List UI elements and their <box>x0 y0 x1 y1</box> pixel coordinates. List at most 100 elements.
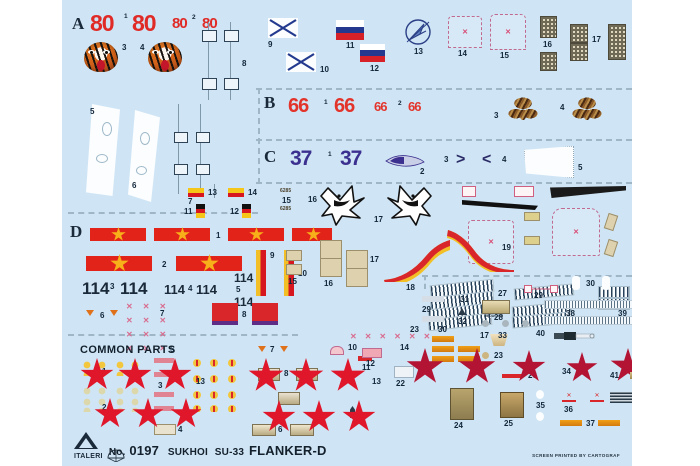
insignia-1-index: 1 <box>216 231 221 240</box>
marking-36b: ✕ <box>590 392 604 402</box>
swoosh-21-icon <box>384 240 450 286</box>
panel-6-index: 6 <box>132 181 137 190</box>
box-20-index: 17 <box>370 255 379 264</box>
stripe-10-index: 10 <box>298 269 307 278</box>
sliver-30 <box>422 316 444 322</box>
grid-panel-17c <box>608 24 626 60</box>
light-21-index: 30 <box>586 279 595 288</box>
orange-dot-grid <box>192 358 240 417</box>
bar-26 <box>502 374 522 378</box>
tiger-4-index: 4 <box>140 43 145 52</box>
panel-6-cutout-b <box>136 166 147 175</box>
marking-36-index: 36 <box>564 405 573 414</box>
triangle-7-index: 7 <box>270 345 275 354</box>
serial-c-0-index: 1 <box>328 151 332 158</box>
serial-114-2: 114 <box>164 282 185 297</box>
stripe-9-index: 9 <box>270 251 275 260</box>
antenna-box-7c <box>202 78 217 90</box>
sliver-29 <box>422 296 444 302</box>
eagle-3-index: 3 <box>494 111 499 120</box>
stencil-4 <box>154 424 176 435</box>
roundel-13-index: 13 <box>414 47 423 56</box>
antenna-strip-7d <box>200 104 201 194</box>
grid-panel-17-index: 17 <box>592 35 601 44</box>
cut-panel-15-index: 15 <box>500 51 509 60</box>
gray-dot-33b <box>502 320 509 327</box>
triangle-6b <box>110 310 118 316</box>
stencil-4-index: 4 <box>178 425 183 434</box>
star-34-index: 34 <box>562 367 571 376</box>
marker-31-index: 31 <box>460 295 469 304</box>
x-row-14-index: 14 <box>400 343 409 352</box>
badge-25 <box>500 392 524 418</box>
antenna-box-7g <box>174 164 188 175</box>
marker-17-index: 17 <box>480 331 489 340</box>
russian-flag-12 <box>360 44 385 62</box>
marker-32-index: 32 <box>458 317 467 326</box>
separator-c-d <box>256 182 632 184</box>
decal-22 <box>394 366 414 378</box>
flag-9-index: 9 <box>268 40 273 49</box>
ensign-cross-10-icon <box>287 53 315 71</box>
marking-42 <box>610 392 632 403</box>
kit-name-variant: FLANKER-D <box>248 443 327 458</box>
decal-22-index: 22 <box>396 379 405 388</box>
x-grid-7-index: 7 <box>160 309 165 318</box>
pink-strip-5-index: 5 <box>170 345 175 354</box>
red-panel-8b <box>252 303 278 325</box>
chevron-3-index: 3 <box>444 155 449 164</box>
triangle-7a <box>258 346 266 352</box>
antenna-box-7e <box>174 132 188 143</box>
separator-a-b <box>256 88 632 90</box>
ensign-cross-9-icon <box>269 19 297 37</box>
wedge-5-index: 5 <box>578 163 583 172</box>
orange-bar-a <box>432 336 454 342</box>
panel-5-cutout-a <box>102 122 112 136</box>
antenna-strip-7a <box>208 22 209 100</box>
code-6285-top: 6285 <box>280 188 292 194</box>
shark-17-index: 17 <box>374 215 383 224</box>
insignia-bar-d1d <box>292 227 332 241</box>
section-letter-d: D <box>70 222 83 241</box>
panel-5-index: 5 <box>90 107 95 116</box>
decal-12-index: 12 <box>366 359 375 368</box>
light-35-index: 35 <box>536 401 545 410</box>
german-flag-12 <box>242 204 251 218</box>
red-star-row1-3 <box>330 358 366 391</box>
ladder-18-index: 27 <box>498 289 507 298</box>
orange-bar-b <box>432 346 454 352</box>
box-19b <box>320 258 342 277</box>
seat-6-index: 6 <box>278 425 283 434</box>
cut-panel-14-mark: ✕ <box>462 29 468 36</box>
plate-27 <box>603 212 619 232</box>
clip-20 <box>524 280 558 293</box>
cut-panel-31-mark: ✕ <box>573 229 579 236</box>
plate-18-index: 15 <box>288 277 297 286</box>
serial-114-4-index: 5 <box>236 285 241 294</box>
serial-c-1: 37 <box>340 147 362 170</box>
pink-strip-3c <box>154 406 174 411</box>
light-21a <box>572 276 580 290</box>
shark-head-17 <box>386 184 432 226</box>
serial-b-1-index: 1 <box>324 99 328 106</box>
antenna-strip-7c <box>178 104 179 194</box>
de-flag-12-index: 12 <box>230 207 239 216</box>
chevron-right-3: > <box>456 151 466 168</box>
triangle-6-index: 6 <box>100 311 105 320</box>
dot-grid-2-index: 2 <box>102 403 107 412</box>
insignia-star-d2b <box>200 254 219 272</box>
serial-b-2-index: 2 <box>398 100 402 107</box>
insignia-star-d1c <box>249 227 264 241</box>
white-wedge-panel-5 <box>524 146 574 178</box>
eagle-emblem-4 <box>572 96 602 122</box>
serial-114-0: 114 <box>82 279 110 298</box>
comet-2-index: 2 <box>420 167 425 176</box>
triangle-6a <box>86 310 94 316</box>
shark-16-index: 16 <box>308 195 317 204</box>
cut-panel-31-outline: ✕ <box>552 208 600 256</box>
kit-name-model: SU-33 <box>214 447 245 458</box>
tiger-head-decal-3 <box>84 42 118 72</box>
insignia-star-d1d <box>306 227 321 241</box>
tiger-3-index: 3 <box>122 43 127 52</box>
eagle-emblem-3 <box>508 96 538 122</box>
